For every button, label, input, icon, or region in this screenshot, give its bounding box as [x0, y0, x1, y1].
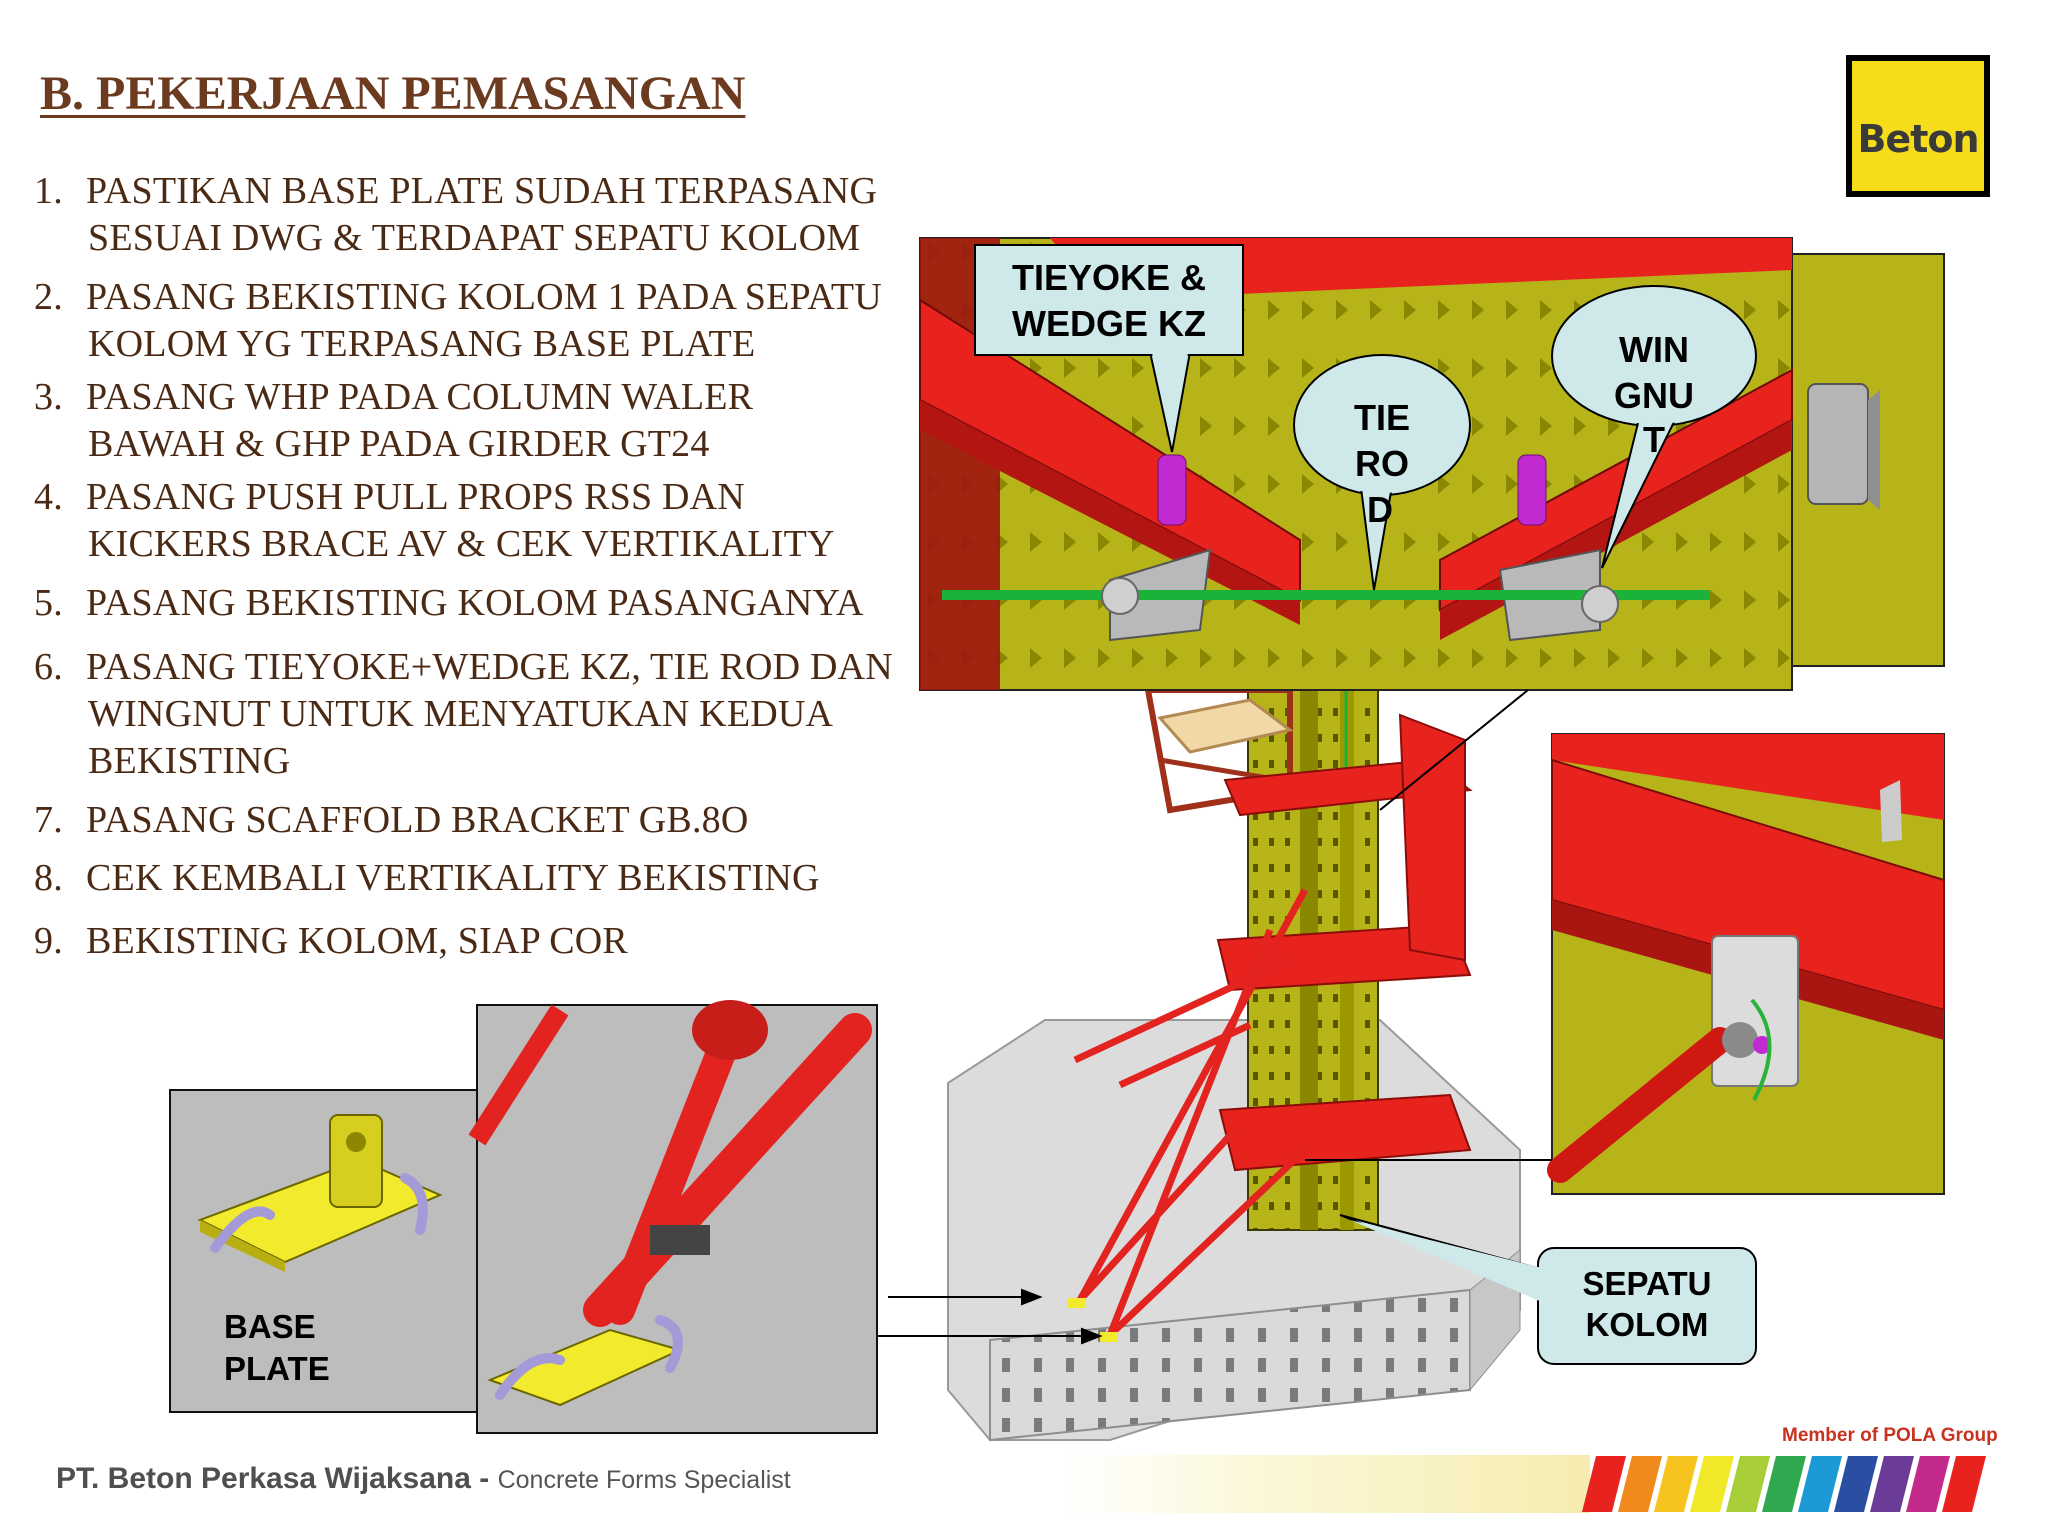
step-text: PASANG BEKISTING KOLOM 1 PADA SEPATU: [86, 276, 882, 318]
callout-wingnut-line1: WIN: [1619, 329, 1689, 370]
step-text-cont: BAWAH & GHP PADA GIRDER GT24: [88, 423, 710, 465]
callout-tierod-line2: RO: [1355, 443, 1409, 484]
step-text: PASANG BEKISTING KOLOM PASANGANYA: [86, 582, 864, 624]
callout-wingnut-line2: GNU: [1614, 375, 1694, 416]
company-name: PT. Beton Perkasa Wijaksana: [56, 1462, 471, 1495]
step-text-cont: SESUAI DWG & TERDAPAT SEPATU KOLOM: [88, 217, 861, 259]
callout-tierod-line3: D: [1367, 489, 1393, 530]
pola-stripe: [1654, 1456, 1698, 1512]
page-title: B. PEKERJAAN PEMASANGAN: [40, 67, 746, 120]
footer-gradient: [1060, 1455, 1590, 1513]
step-text-cont: BEKISTING: [88, 740, 291, 782]
step-number: 8.: [34, 857, 63, 899]
pola-stripe: [1834, 1456, 1878, 1512]
step-text-cont: KOLOM YG TERPASANG BASE PLATE: [88, 323, 756, 365]
step-number: 4.: [34, 476, 63, 518]
baseplate-detail: [169, 1089, 481, 1413]
callout-tieyoke-line2: WEDGE KZ: [1012, 303, 1206, 344]
baseplate-label-line1: BASE: [224, 1308, 316, 1345]
step-number: 1.: [34, 170, 63, 212]
step-item-1: 1. PASTIKAN BASE PLATE SUDAH TERPASANG SE…: [34, 168, 877, 262]
beton-logo: Beton: [1846, 55, 1990, 197]
step-text: BEKISTING KOLOM, SIAP COR: [86, 920, 628, 962]
step-item-8: 8. CEK KEMBALI VERTIKALITY BEKISTING: [34, 855, 820, 902]
baseplate-label-line2: PLATE: [224, 1350, 330, 1387]
pola-stripe: [1690, 1456, 1734, 1512]
member-label: Member of POLA Group: [1782, 1425, 1998, 1446]
step-item-9: 9. BEKISTING KOLOM, SIAP COR: [34, 918, 628, 965]
pola-stripe: [1906, 1456, 1950, 1512]
pola-stripe: [1726, 1456, 1770, 1512]
callout-wingnut-line3: T: [1643, 419, 1665, 460]
step-number: 7.: [34, 799, 63, 841]
pola-stripe: [1762, 1456, 1806, 1512]
leader-line: [1379, 689, 1529, 811]
step-text: CEK KEMBALI VERTIKALITY BEKISTING: [86, 857, 820, 899]
step-text: PASTIKAN BASE PLATE SUDAH TERPASANG: [86, 170, 878, 212]
company-tagline: Concrete Forms Specialist: [497, 1466, 791, 1494]
callout-wingnut: WIN GNU T: [1551, 285, 1757, 569]
step-text: PASANG SCAFFOLD BRACKET GB.8O: [86, 799, 749, 841]
callout-sepatu: SEPATU KOLOM: [1339, 1214, 1757, 1365]
pola-stripe: [1618, 1456, 1662, 1512]
step-number: 2.: [34, 276, 63, 318]
logo-text: Beton: [1857, 117, 1979, 161]
step-text: PASANG PUSH PULL PROPS RSS DAN: [86, 476, 745, 518]
step-item-7: 7. PASANG SCAFFOLD BRACKET GB.8O: [34, 797, 749, 844]
callout-sepatu-line1: SEPATU: [1583, 1265, 1712, 1302]
step-item-3: 3. PASANG WHP PADA COLUMN WALER BAWAH & G…: [34, 374, 753, 468]
pola-stripe: [1942, 1456, 1986, 1512]
callout-tieyoke: TIEYOKE & WEDGE KZ: [974, 244, 1244, 453]
pointer-arrows: [878, 1288, 1103, 1345]
footer-company: PT. Beton Perkasa Wijaksana - Concrete F…: [56, 1462, 791, 1496]
step-item-4: 4. PASANG PUSH PULL PROPS RSS DAN KICKERS…: [34, 474, 835, 568]
pola-stripe: [1582, 1456, 1626, 1512]
callout-sepatu-line2: KOLOM: [1586, 1306, 1709, 1343]
callout-tierod-line1: TIE: [1354, 397, 1410, 438]
pola-stripe: [1798, 1456, 1842, 1512]
step-text-cont: KICKERS BRACE AV & CEK VERTIKALITY: [88, 523, 835, 565]
step-number: 9.: [34, 920, 63, 962]
step-item-2: 2. PASANG BEKISTING KOLOM 1 PADA SEPATU K…: [34, 274, 882, 368]
step-text-cont: WINGNUT UNTUK MENYATUKAN KEDUA: [88, 693, 834, 735]
callout-tierod: TIE RO D: [1293, 354, 1471, 591]
step-number: 6.: [34, 646, 63, 688]
step-number: 3.: [34, 376, 63, 418]
footer-separator: -: [470, 1462, 498, 1495]
pola-stripe: [1870, 1456, 1914, 1512]
step-item-6: 6. PASANG TIEYOKE+WEDGE KZ, TIE ROD DAN W…: [34, 644, 893, 785]
step-text: PASANG TIEYOKE+WEDGE KZ, TIE ROD DAN: [86, 646, 893, 688]
right-detail-panel: [1547, 733, 1945, 1195]
step-item-5: 5. PASANG BEKISTING KOLOM PASANGANYA: [34, 580, 864, 627]
red-walers: [1216, 713, 1473, 1172]
push-pull-props: [1073, 888, 1309, 1338]
pola-stripes: [1582, 1456, 1986, 1512]
concrete-footing: [947, 1019, 1521, 1442]
callout-tieyoke-line1: TIEYOKE &: [1012, 257, 1206, 298]
props-detail: [468, 1000, 878, 1434]
step-number: 5.: [34, 582, 63, 624]
step-text: PASANG WHP PADA COLUMN WALER: [86, 376, 754, 418]
